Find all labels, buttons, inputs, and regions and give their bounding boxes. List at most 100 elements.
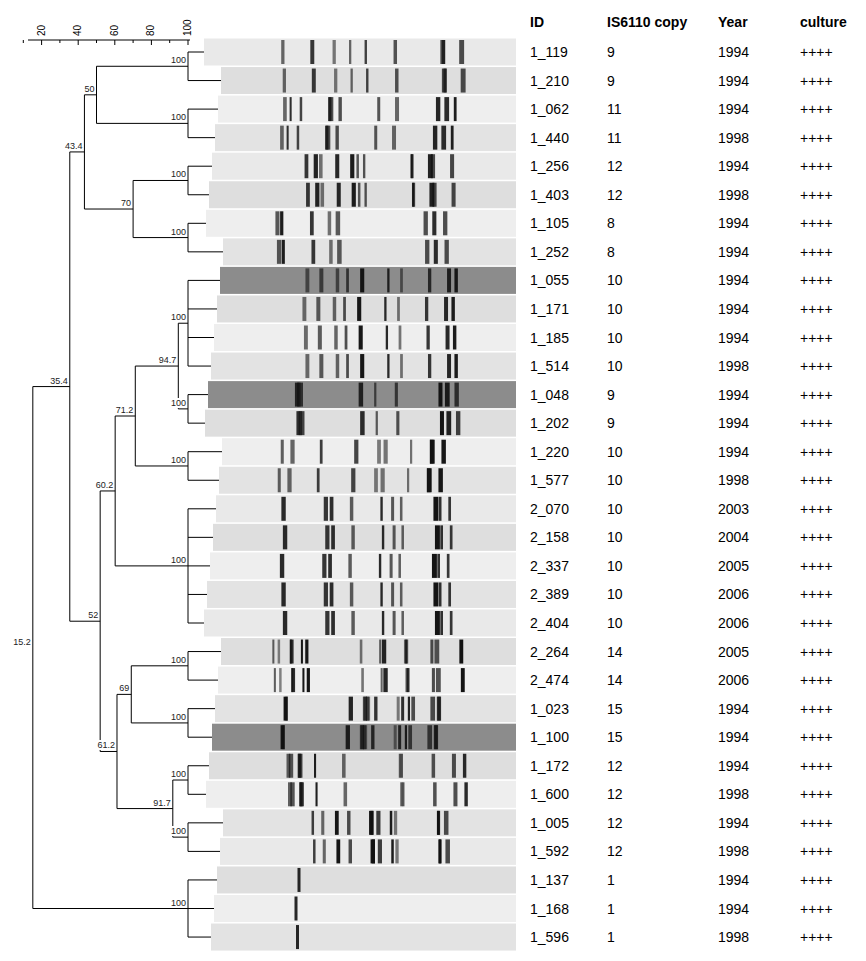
table-cell: 1994 (718, 72, 749, 90)
node-similarity: 94.7 (158, 355, 178, 365)
gel-lane (213, 524, 516, 551)
table-cell: 1994 (718, 728, 749, 746)
gel-lane (207, 581, 516, 608)
gel-band (376, 411, 378, 435)
gel-band (435, 525, 440, 549)
gel-band (412, 183, 414, 207)
gel-band (300, 411, 304, 435)
gel-band (298, 868, 301, 892)
gel-band (283, 69, 286, 93)
table-cell: 1_105 (530, 214, 569, 232)
gel-lane (221, 638, 516, 665)
gel-band (301, 640, 303, 664)
table-cell: 2004 (718, 528, 749, 546)
gel-band (424, 211, 428, 235)
axis-tick-label: 40 (73, 25, 83, 36)
gel-lane (217, 866, 516, 893)
gel-band (329, 97, 333, 121)
gel-band (312, 69, 316, 93)
gel-band (290, 440, 294, 464)
gel-band (302, 668, 304, 692)
tree-branch (70, 621, 100, 622)
gel-band (432, 754, 436, 778)
table-cell: ++++ (800, 585, 833, 603)
gel-band (405, 725, 407, 749)
table-cell: 1994 (718, 214, 749, 232)
gel-band (322, 554, 326, 578)
table-cell: ++++ (800, 671, 833, 689)
tree-branch (178, 408, 188, 409)
lane-ground (207, 581, 516, 608)
gel-band (391, 839, 394, 863)
gel-band (279, 668, 281, 692)
gel-band (313, 839, 315, 863)
table-cell: 2005 (718, 557, 749, 575)
table-cell: 12 (607, 186, 623, 204)
gel-band (312, 811, 314, 835)
gel-band (330, 497, 334, 521)
lane-ground (209, 752, 516, 779)
tree-branch (131, 665, 188, 666)
tree-branch (188, 451, 222, 452)
table-cell: 9 (607, 72, 615, 90)
gel-band (446, 326, 450, 350)
lane-ground (212, 153, 516, 180)
table-cell: 1994 (718, 271, 749, 289)
lane-ground (214, 895, 516, 922)
gel-band (371, 725, 374, 749)
gel-band (439, 582, 442, 606)
axis-tick (96, 40, 97, 43)
gel-band (425, 240, 429, 264)
table-cell: 2006 (718, 671, 749, 689)
node-similarity: 52 (87, 610, 99, 620)
gel-band (445, 240, 449, 264)
gel-band (287, 126, 289, 150)
table-cell: 14 (607, 643, 623, 661)
gel-band (314, 754, 316, 778)
table-cell: 2006 (718, 614, 749, 632)
gel-band (305, 640, 308, 664)
gel-band (464, 782, 467, 806)
gel-band (277, 240, 281, 264)
table-cell: 10 (607, 528, 623, 546)
gel-band (438, 468, 442, 492)
gel-band (366, 69, 368, 93)
table-cell: ++++ (800, 157, 833, 175)
table-cell: 1 (607, 871, 615, 889)
node-similarity: 100 (170, 55, 187, 65)
table-cell: 1_119 (530, 43, 568, 61)
lane-ground (219, 467, 516, 494)
tree-branch (173, 837, 188, 838)
gel-band (302, 297, 306, 321)
gel-band (390, 554, 393, 578)
gel-band (400, 497, 403, 521)
gel-band (427, 468, 432, 492)
gel-band (454, 97, 457, 121)
gel-band (283, 611, 287, 635)
gel-band (393, 611, 396, 635)
gel-band (442, 69, 447, 93)
table-cell: 1994 (718, 329, 749, 347)
gel-band (441, 440, 445, 464)
gel-band (296, 925, 299, 949)
gel-band (434, 640, 439, 664)
gel-band (380, 582, 382, 606)
gel-band (337, 240, 341, 264)
axis-tick-label: 60 (110, 25, 120, 36)
lane-ground (222, 438, 516, 465)
gel-band (310, 211, 314, 235)
table-cell: 1_185 (530, 329, 569, 347)
tree-branch (188, 80, 221, 81)
gel-band (297, 126, 299, 150)
gel-band (333, 40, 336, 64)
gel-band (366, 697, 370, 721)
gel-band (328, 211, 331, 235)
tree-branch (188, 937, 211, 938)
gel-band (289, 754, 293, 778)
gel-band (425, 297, 428, 321)
gel-band (395, 383, 398, 407)
table-cell: 8 (607, 214, 615, 232)
tree-branch (117, 808, 173, 809)
gel-band (450, 154, 454, 178)
gel-band (344, 782, 348, 806)
